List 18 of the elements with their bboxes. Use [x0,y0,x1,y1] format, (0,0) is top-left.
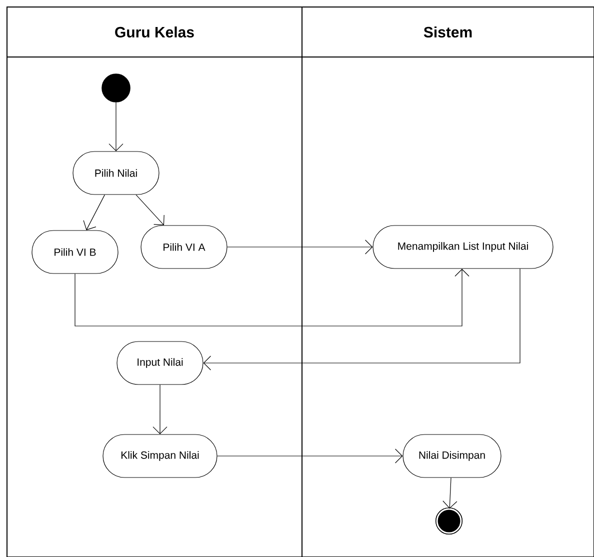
activity-box: Pilih Nilai [72,151,160,195]
arrow [108,102,124,152]
arrow [442,478,458,509]
activity-box: Menampilkan List Input Nilai [372,225,554,269]
activity-box: Input Nilai [116,341,204,385]
activity-box: Klik Simpan Nilai [102,434,218,478]
arrow [83,194,105,230]
arrow [203,268,520,370]
initial-node [102,74,130,102]
arrow [136,194,164,226]
activity-box: Nilai Disimpan [402,434,502,478]
arrow [217,448,403,464]
arrow [227,240,373,254]
final-node [435,507,463,535]
arrow [74,268,470,326]
activity-box: Pilih VI A [140,225,228,269]
arrow [152,384,168,434]
activity-box: Pilih VI B [32,230,118,274]
